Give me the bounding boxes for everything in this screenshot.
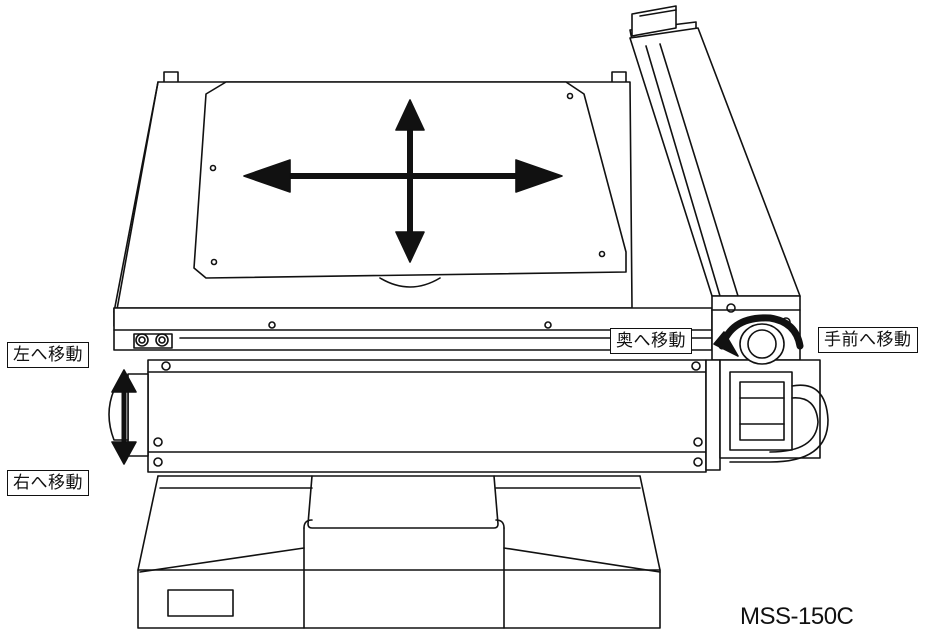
- label-move-back: 奥へ移動: [610, 328, 692, 354]
- rotate-front-icon: [713, 331, 739, 357]
- label-move-left: 左へ移動: [7, 342, 89, 368]
- model-name: MSS-150C: [740, 603, 854, 630]
- left-knob-arrow: [111, 369, 137, 465]
- right-rail: [629, 5, 801, 361]
- label-move-front: 手前へ移動: [818, 327, 918, 353]
- pedestal: [137, 475, 661, 629]
- arrow-up-icon: [395, 99, 425, 131]
- arrow-down-icon: [395, 231, 425, 263]
- label-move-right: 右へ移動: [7, 470, 89, 496]
- right-knob-arrow: [713, 314, 804, 357]
- rotate-up-icon: [111, 369, 137, 393]
- arrow-right-icon: [515, 159, 563, 193]
- front-carriage: [108, 303, 829, 473]
- movement-arrows: [243, 99, 563, 263]
- arrow-left-icon: [243, 159, 291, 193]
- rotate-down-icon: [111, 441, 137, 465]
